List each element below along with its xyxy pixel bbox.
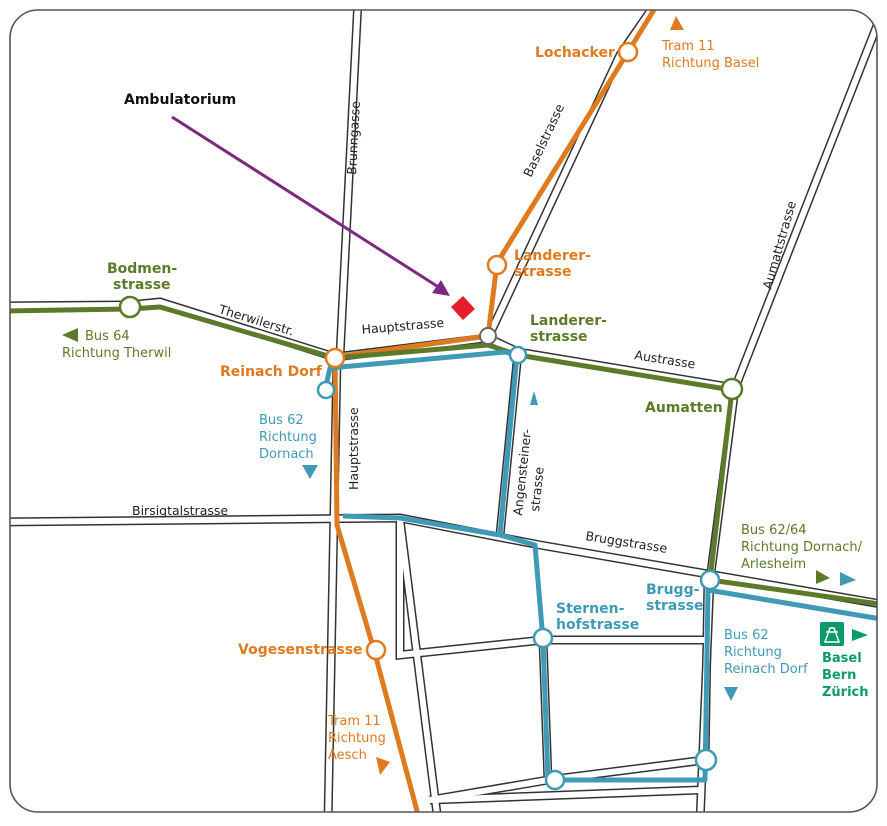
stop-markers <box>118 41 744 791</box>
street-baselstrasse: Baselstrasse <box>520 101 567 179</box>
dir-bus64-line2: Richtung Therwil <box>62 346 171 361</box>
stop-landerer-tram-line2: strasse <box>514 264 572 280</box>
stop-reinach-dorf: Reinach Dorf <box>220 364 323 380</box>
street-angensteiner-line2: strasse <box>527 466 547 513</box>
street-austrasse: Austrasse <box>634 347 697 371</box>
stop-sternenhof-line2: hofstrasse <box>556 617 639 633</box>
tram-line-11 <box>332 10 663 812</box>
stop-aumatten: Aumatten <box>645 400 723 416</box>
ambulatorium-label: Ambulatorium <box>124 92 236 108</box>
dir-tram11-basel-line2: Richtung Basel <box>662 56 759 71</box>
dir-tram11-aesch-line1: Tram 11 <box>327 714 381 729</box>
dir-bus62-dornach-line2: Richtung <box>259 430 317 445</box>
dir-motorway-line2: Bern <box>822 668 856 683</box>
stop-landerer-bus-line1: Landerer- <box>530 313 607 329</box>
stop-vogesenstrasse: Vogesenstrasse <box>238 642 363 658</box>
stop-landerer-tram-line1: Landerer- <box>514 248 591 264</box>
street-hauptstrasse-top: Hauptstrasse <box>361 315 445 337</box>
stop-brugg-line1: Brugg- <box>646 582 700 598</box>
stop-bodmen-line1: Bodmen- <box>107 261 177 277</box>
stop-lochacker: Lochacker <box>535 45 615 61</box>
stop-landerer-bus-line2: strasse <box>530 329 588 345</box>
stop-bodmen-line2: strasse <box>113 277 171 293</box>
dir-motorway-line3: Zürich <box>822 685 869 700</box>
dir-bus62-dornach-line1: Bus 62 <box>259 413 304 428</box>
street-birsigtalstrasse: Birsigtalstrasse <box>132 503 228 518</box>
dir-bus62-reinach-line2: Richtung <box>724 645 782 660</box>
motorway-sign <box>820 622 868 646</box>
dir-bus6264-line2: Richtung Dornach/ <box>741 540 863 555</box>
dir-motorway-line1: Basel <box>822 651 862 666</box>
dir-bus62-reinach-line1: Bus 62 <box>724 628 769 643</box>
dir-bus6264-line3: Arlesheim <box>741 557 806 572</box>
dir-tram11-aesch-line2: Richtung <box>328 731 386 746</box>
dir-tram11-basel-line1: Tram 11 <box>661 39 715 54</box>
street-brunngasse: Brunngasse <box>344 100 363 175</box>
stop-sternenhof-line1: Sternen- <box>556 601 625 617</box>
stop-brugg-line2: strasse <box>646 598 704 614</box>
ambulatorium-marker <box>451 296 475 320</box>
dir-bus62-dornach-line3: Dornach <box>259 447 314 462</box>
dir-bus62-reinach-line3: Reinach Dorf <box>724 662 808 677</box>
bus-line-62 <box>322 349 877 783</box>
street-hauptstrasse-side: Hauptstrasse <box>346 407 361 490</box>
dir-bus64-line1: Bus 64 <box>85 329 130 344</box>
dir-tram11-aesch-line3: Aesch <box>328 748 367 763</box>
pointer-arrow <box>171 115 450 296</box>
dir-bus6264-line1: Bus 62/64 <box>741 523 807 538</box>
direction-arrows <box>62 16 856 775</box>
